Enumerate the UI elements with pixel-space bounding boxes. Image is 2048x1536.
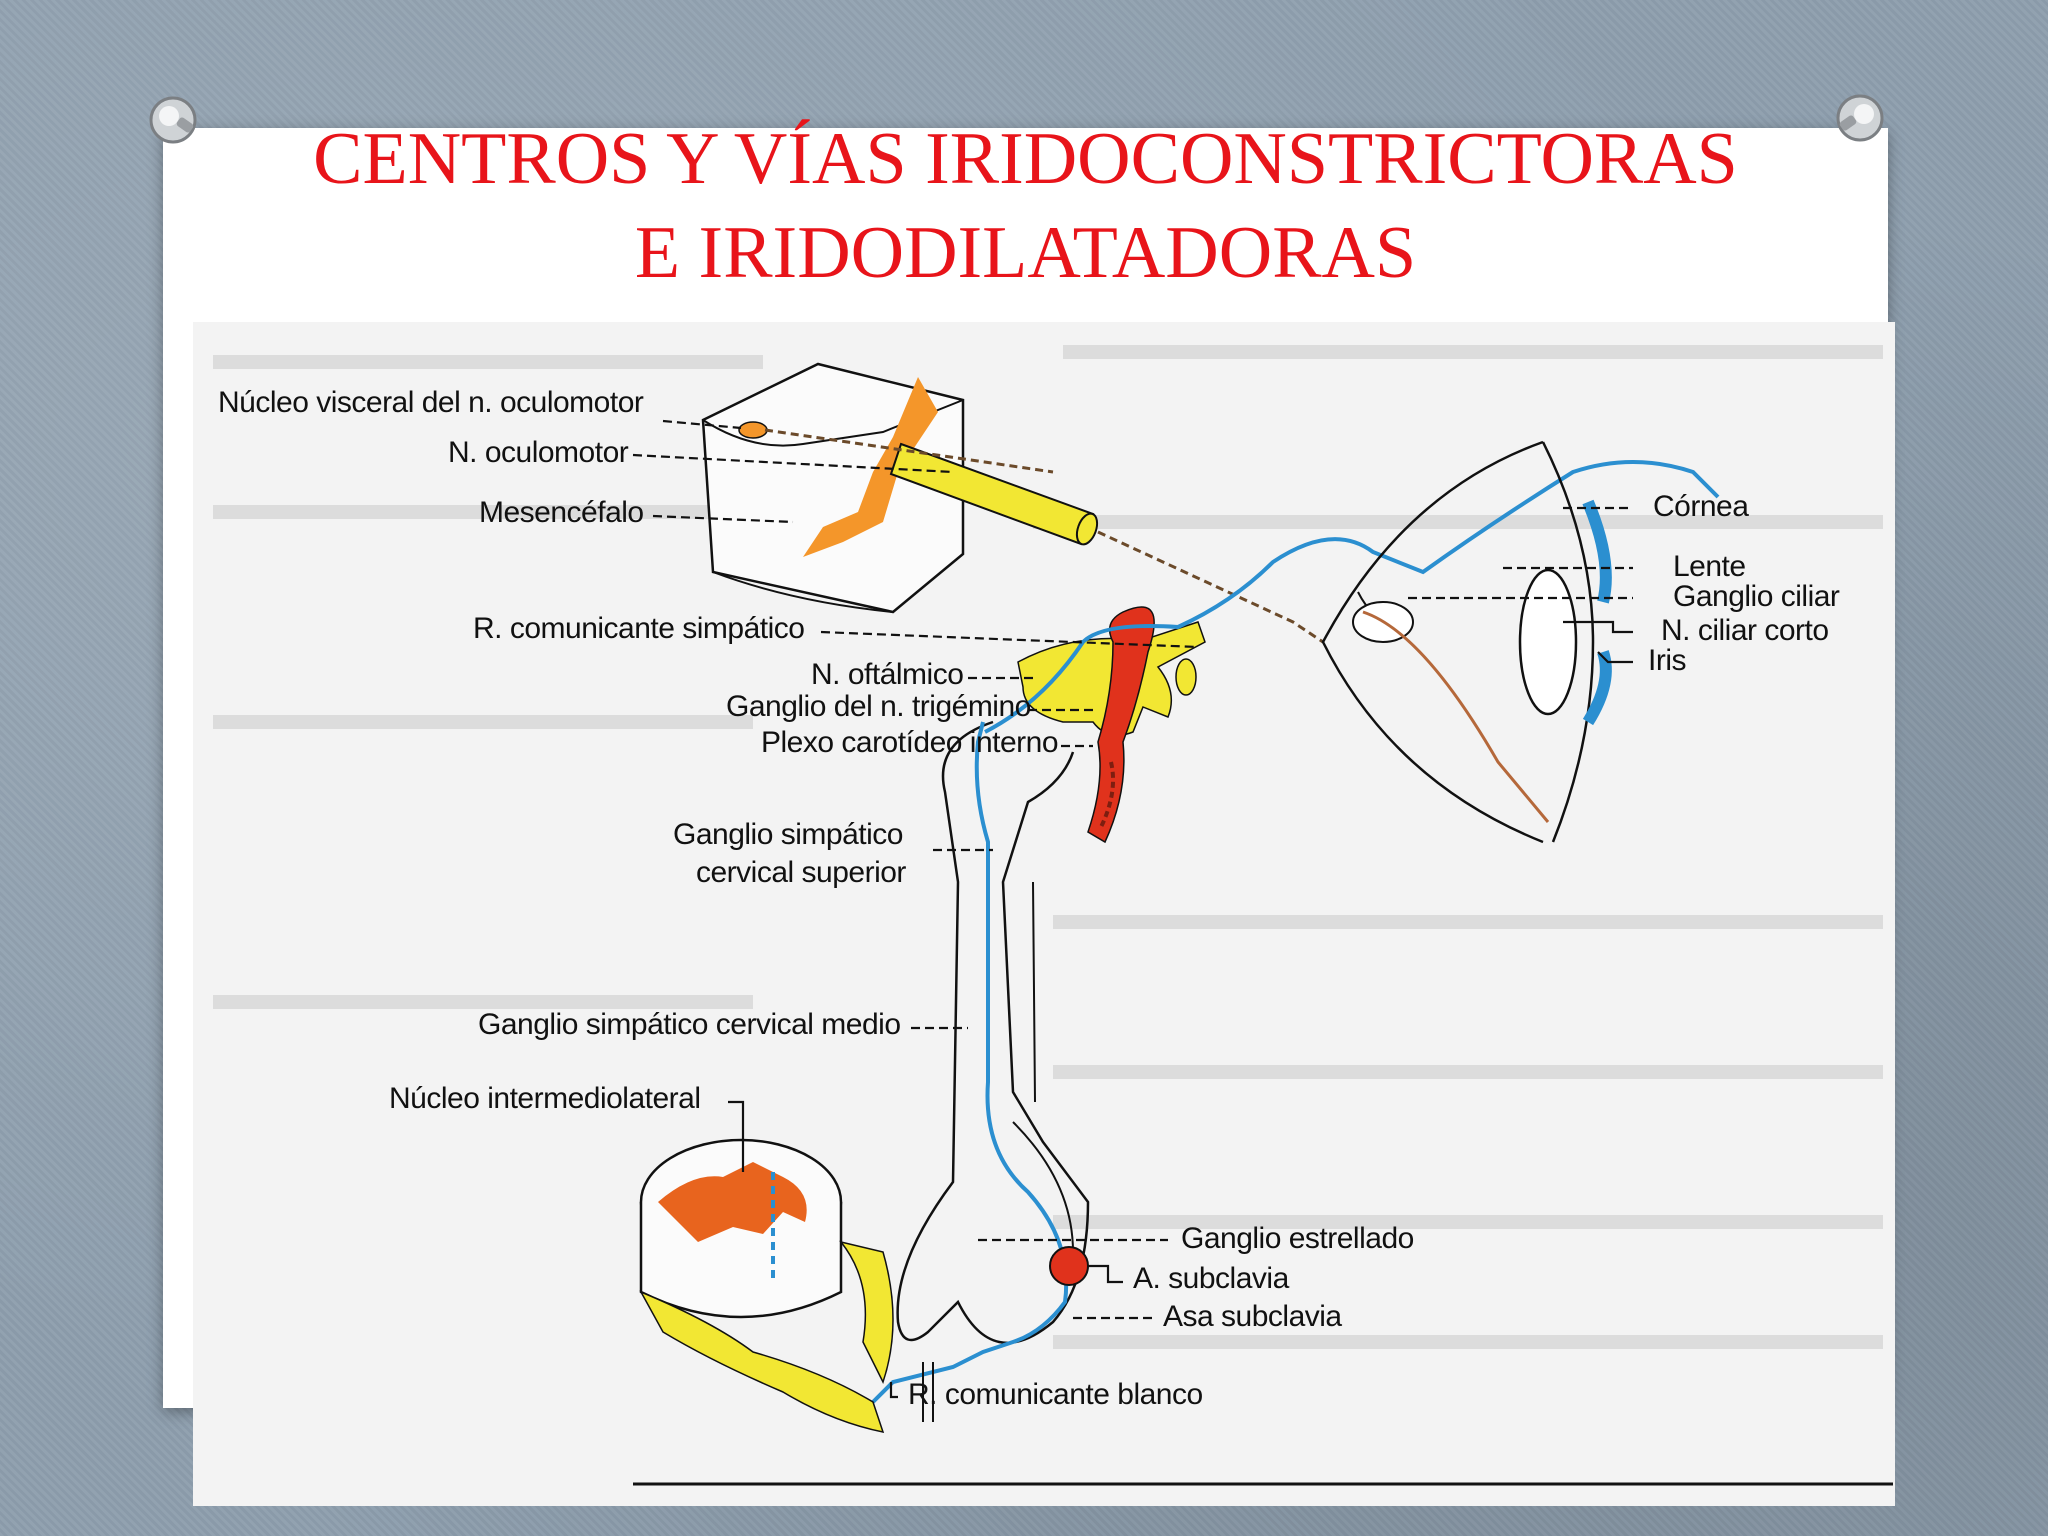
label-cornea: Córnea [1653, 490, 1749, 523]
label-ganglio-estrellado: Ganglio estrellado [1181, 1222, 1414, 1255]
label-r-comunicante-simpatico: R. comunicante simpático [473, 612, 804, 645]
label-nucleo-intermediolateral: Núcleo intermediolateral [389, 1082, 701, 1115]
label-asa-subclavia: Asa subclavia [1163, 1300, 1342, 1333]
leader-a-subclavia [1088, 1264, 1123, 1284]
short-ciliary-nerve [1362, 610, 1550, 823]
label-n-ciliar-corto: N. ciliar corto [1661, 614, 1829, 647]
leader-n-ciliar-corto [1563, 620, 1633, 634]
sympathetic-trunk [896, 720, 1090, 1345]
anatomy-figure: Núcleo visceral del n. oculomotor N. ocu… [193, 322, 1895, 1506]
pushpin-icon [1836, 94, 1884, 142]
label-nucleo-visceral: Núcleo visceral del n. oculomotor [218, 386, 644, 419]
white-ramus [922, 1362, 934, 1422]
mesencephalon [701, 362, 965, 614]
title-line-2: E IRIDODILATADORAS [634, 212, 1417, 294]
parasympathetic-path [764, 428, 1324, 644]
label-ganglio-simpatico-sup-2: cervical superior [696, 856, 906, 889]
leader-r-comunicante [820, 630, 1199, 649]
label-lente: Lente [1673, 550, 1746, 583]
eyeball [1321, 440, 1612, 844]
label-ganglio-simpatico-sup-1: Ganglio simpático [673, 818, 903, 851]
leader-nucleo-intermediolateral [728, 1100, 745, 1172]
label-n-oftalmico: N. oftálmico [811, 658, 963, 691]
label-iris: Iris [1648, 644, 1686, 677]
slide-title: CENTROS Y VÍAS IRIDOCONSTRICTORAS E IRID… [163, 112, 1888, 300]
sympathetic-blue-fiber [871, 721, 1069, 1404]
oculomotor-nerve [889, 442, 1099, 546]
subclavian-artery [1049, 1246, 1089, 1286]
leader-n-oculomotor [632, 453, 954, 474]
label-ganglio-trigemino: Ganglio del n. trigémino [726, 690, 1031, 723]
pushpin-icon [149, 96, 197, 144]
leader-mesencefalo [652, 514, 794, 524]
label-a-subclavia: A. subclavia [1133, 1262, 1290, 1295]
sympathetic-eye-fiber [984, 460, 1720, 734]
spinal-cord [639, 1138, 894, 1433]
label-r-comunicante-blanco: R. comunicante blanco [908, 1378, 1203, 1411]
leader-iris [1597, 651, 1633, 664]
label-ganglio-simpatico-medio: Ganglio simpático cervical medio [478, 1008, 901, 1041]
title-line-1: CENTROS Y VÍAS IRIDOCONSTRICTORAS [313, 118, 1738, 200]
label-mesencefalo: Mesencéfalo [479, 496, 644, 529]
internal-carotid-artery [1087, 606, 1155, 844]
label-n-oculomotor: N. oculomotor [448, 436, 629, 469]
ghost-text [213, 345, 1883, 1349]
pupil-pathways-diagram: Núcleo visceral del n. oculomotor N. ocu… [213, 345, 1893, 1486]
leader-r-comunicante-blanco [889, 1382, 898, 1399]
label-plexo-carotideo: Plexo carotídeo interno [761, 726, 1058, 759]
label-ganglio-ciliar: Ganglio ciliar [1673, 580, 1840, 613]
